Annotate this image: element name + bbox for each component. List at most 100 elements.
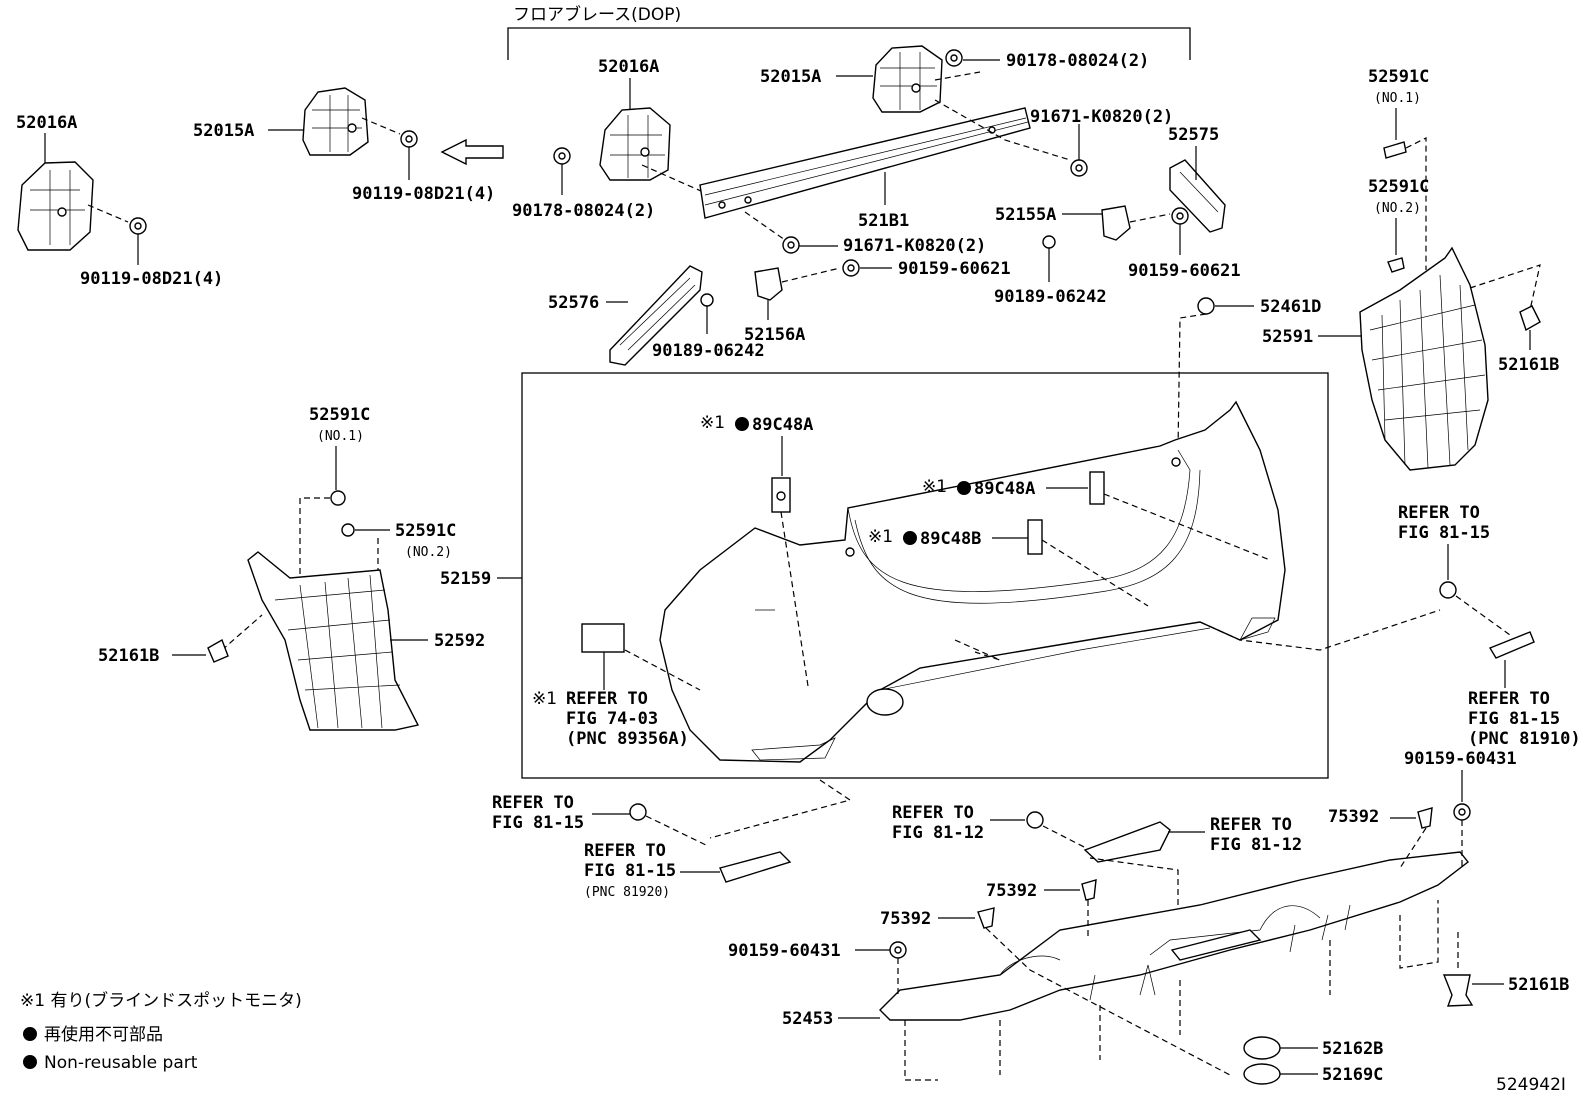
part-52592: 52592 bbox=[434, 631, 485, 651]
ref-81-15-l1-line1: REFER TO bbox=[492, 793, 574, 813]
ref-81-15-r1-line2: FIG 81-15 bbox=[1398, 523, 1490, 543]
part-52591C-r2: 52591C bbox=[1368, 177, 1429, 197]
part-52161B-right: 52161B bbox=[1498, 355, 1559, 375]
part-521B1: 521B1 bbox=[858, 211, 909, 231]
plug-52162B bbox=[1243, 1036, 1281, 1060]
part-75392-c: 75392 bbox=[880, 909, 931, 929]
part-52159: 52159 bbox=[440, 569, 491, 589]
ref-mark-89C48A-b: ※1 bbox=[922, 477, 947, 497]
bolt-91671-bottom bbox=[782, 236, 800, 254]
ref-81-15-l1-line2: FIG 81-15 bbox=[492, 813, 584, 833]
part-75392-b: 75392 bbox=[986, 881, 1037, 901]
clip-ref-81-15-r1 bbox=[1439, 581, 1457, 599]
clip-52161B-left bbox=[207, 638, 229, 663]
ref-81-12-r-line1: REFER TO bbox=[1210, 815, 1292, 835]
part-52591C-r1: 52591C bbox=[1368, 67, 1429, 87]
ref-74-03-line2: FIG 74-03 bbox=[566, 709, 658, 729]
part-91671-bottom: 91671-K0820(2) bbox=[843, 236, 986, 256]
part-90159-60621-center: 90159-60621 bbox=[898, 259, 1011, 279]
clip-75392-b bbox=[1081, 879, 1097, 901]
clip-52591C-l1 bbox=[330, 490, 346, 506]
sensor-bracket-89C48A-b bbox=[1089, 471, 1105, 505]
part-90159-60621-right: 90159-60621 bbox=[1128, 261, 1241, 281]
ref-81-12-r-line2: FIG 81-12 bbox=[1210, 835, 1302, 855]
part-52161B-bottom: 52161B bbox=[1508, 975, 1569, 995]
figure-id: 524942I bbox=[1496, 1075, 1566, 1095]
clip-ref-81-12 bbox=[1026, 811, 1044, 829]
sensor-bracket-89C48A-a bbox=[771, 477, 791, 513]
bolt-90159-60431-left bbox=[889, 941, 907, 959]
bracket-52016A-left bbox=[17, 161, 94, 251]
part-91671-top: 91671-K0820(2) bbox=[1030, 107, 1173, 127]
bolt-90159-60621-right bbox=[1171, 207, 1189, 225]
part-52591C-r2-sub: (NO.2) bbox=[1374, 201, 1421, 216]
part-52461D: 52461D bbox=[1260, 297, 1321, 317]
part-52016A-center: 52016A bbox=[598, 57, 659, 77]
ref-81-15-l2-line3: (PNC 81920) bbox=[584, 885, 670, 900]
part-90159-60431-left: 90159-60431 bbox=[728, 941, 841, 961]
clip-52161B-bottom bbox=[1442, 974, 1474, 1007]
part-52576: 52576 bbox=[548, 293, 599, 313]
legend-dot-1 bbox=[23, 1027, 37, 1041]
part-52591: 52591 bbox=[1262, 327, 1313, 347]
ref-74-03-line1: REFER TO bbox=[566, 689, 648, 709]
part-52155A: 52155A bbox=[995, 205, 1056, 225]
legend-note-2: 再使用不可部品 bbox=[44, 1024, 163, 1045]
legend-dot-2 bbox=[23, 1055, 37, 1069]
ref-81-15-l2-line1: REFER TO bbox=[584, 841, 666, 861]
ref-74-03-line3: (PNC 89356A) bbox=[566, 729, 689, 749]
bumper-cover-52159 bbox=[659, 400, 1286, 763]
part-89C48A-b: 89C48A bbox=[974, 479, 1035, 499]
part-90119-lower: 90119-08D21(4) bbox=[80, 269, 223, 289]
bolt-91671-top bbox=[1070, 159, 1088, 177]
part-52591C-l2-sub: (NO.2) bbox=[405, 545, 452, 560]
clip-90189-right bbox=[1042, 235, 1056, 249]
ref-81-15-r2-line1: REFER TO bbox=[1468, 689, 1550, 709]
ref-mark-74-03: ※1 bbox=[532, 689, 557, 709]
bolt-90159-60431-right bbox=[1453, 803, 1471, 821]
ref-81-15-r2-line2: FIG 81-15 bbox=[1468, 709, 1560, 729]
arrow-left-icon bbox=[440, 138, 504, 166]
part-52591C-l2: 52591C bbox=[395, 521, 456, 541]
reflector-81910 bbox=[1488, 631, 1535, 659]
part-89C48A-a: 89C48A bbox=[752, 415, 813, 435]
part-90189-center: 90189-06242 bbox=[652, 341, 765, 361]
clip-ref-81-15-l1 bbox=[629, 803, 647, 821]
retainer-52576 bbox=[609, 265, 703, 366]
part-90119-upper: 90119-08D21(4) bbox=[352, 184, 495, 204]
ref-81-12-l-line1: REFER TO bbox=[892, 803, 974, 823]
part-90178-left: 90178-08024(2) bbox=[512, 201, 655, 221]
reflector-81920 bbox=[719, 851, 792, 883]
bracket-52155A bbox=[1101, 205, 1131, 241]
part-90159-60431-right: 90159-60431 bbox=[1404, 749, 1517, 769]
part-52591C-l1-sub: (NO.1) bbox=[317, 429, 364, 444]
lamp-ref-81-12 bbox=[1083, 821, 1171, 863]
bracket-52015A-center bbox=[872, 45, 943, 113]
clip-52591C-l2 bbox=[341, 523, 355, 537]
part-52156A: 52156A bbox=[744, 325, 805, 345]
floor-brace-group: フロアブレース(DOP) bbox=[507, 4, 1191, 60]
part-52015A-left: 52015A bbox=[193, 121, 254, 141]
part-52591C-r1-sub: (NO.1) bbox=[1374, 91, 1421, 106]
part-52169C: 52169C bbox=[1322, 1065, 1383, 1085]
part-75392-a: 75392 bbox=[1328, 807, 1379, 827]
part-52162B: 52162B bbox=[1322, 1039, 1383, 1059]
part-89C48B: 89C48B bbox=[920, 529, 981, 549]
bracket-52016A-center bbox=[599, 107, 671, 181]
nut-90178-top bbox=[945, 49, 963, 67]
clip-52591C-r2 bbox=[1387, 257, 1405, 273]
clip-52161B-right bbox=[1519, 305, 1541, 332]
clip-75392-a bbox=[1417, 807, 1433, 829]
fender-liner-52592 bbox=[247, 551, 420, 731]
ref-81-15-l2-line2: FIG 81-15 bbox=[584, 861, 676, 881]
part-52591C-l1: 52591C bbox=[309, 405, 370, 425]
bolt-90119-upper bbox=[400, 130, 418, 148]
bumper-frame bbox=[521, 372, 1329, 779]
ref-81-15-r1-line1: REFER TO bbox=[1398, 503, 1480, 523]
bracket-52156A bbox=[754, 267, 783, 301]
ref-mark-89C48A-a: ※1 bbox=[700, 413, 725, 433]
clip-90189-center bbox=[700, 293, 714, 307]
clip-52591C-r1 bbox=[1383, 141, 1407, 159]
plug-52169C bbox=[1243, 1063, 1281, 1085]
